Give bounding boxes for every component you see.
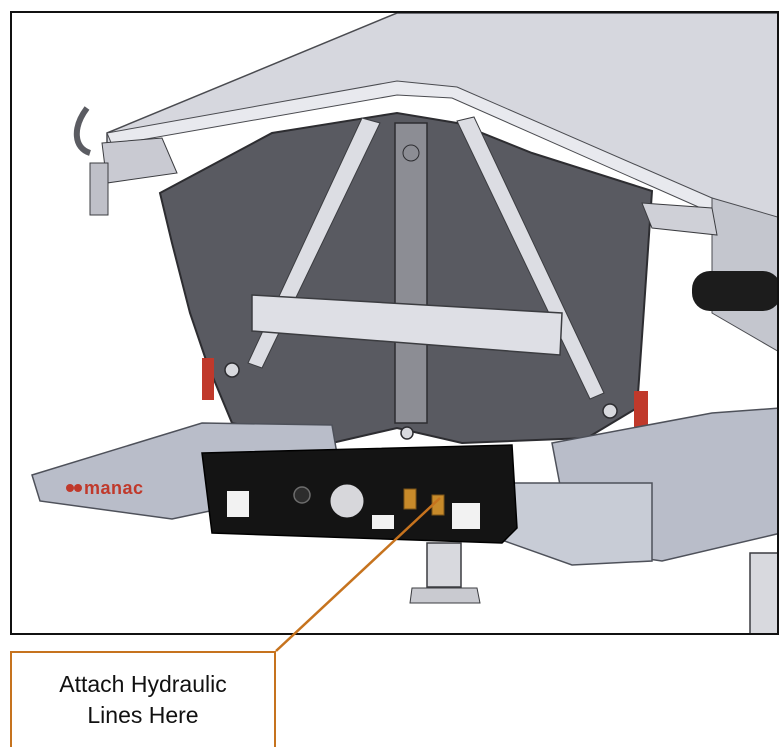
warning-label (452, 503, 480, 529)
hitch-port (293, 486, 311, 504)
bolt (602, 403, 618, 419)
roller-cylinder (692, 271, 777, 311)
warning-label (372, 515, 394, 529)
red-hinge-left (202, 358, 214, 400)
center-post (394, 122, 428, 424)
landing-foot-center (409, 587, 481, 604)
brace-right (456, 116, 605, 400)
technical-illustration: manac (10, 11, 779, 635)
left-post (89, 162, 109, 216)
warning-label (227, 491, 249, 517)
left-flap (101, 137, 178, 184)
hopper-rim (106, 80, 777, 242)
landing-leg-right (749, 552, 777, 633)
dump-trailer-drawing: manac (31, 13, 777, 633)
post-knob (402, 144, 420, 162)
hydraulic-coupler (403, 488, 417, 510)
brand-dot (66, 484, 74, 492)
callout-text: Attach Hydraulic Lines Here (59, 671, 227, 728)
right-flap (641, 202, 718, 236)
brand-label: manac (84, 478, 144, 498)
spreader-plate (251, 294, 563, 356)
callout-box: Attach Hydraulic Lines Here (10, 651, 276, 747)
latch-hook (73, 106, 92, 156)
landing-leg-center (426, 542, 462, 588)
brand-dot (74, 484, 82, 492)
bolt (224, 362, 240, 378)
hitch-connector (327, 481, 367, 521)
bolt (400, 426, 414, 440)
hydraulic-coupler (431, 494, 445, 516)
